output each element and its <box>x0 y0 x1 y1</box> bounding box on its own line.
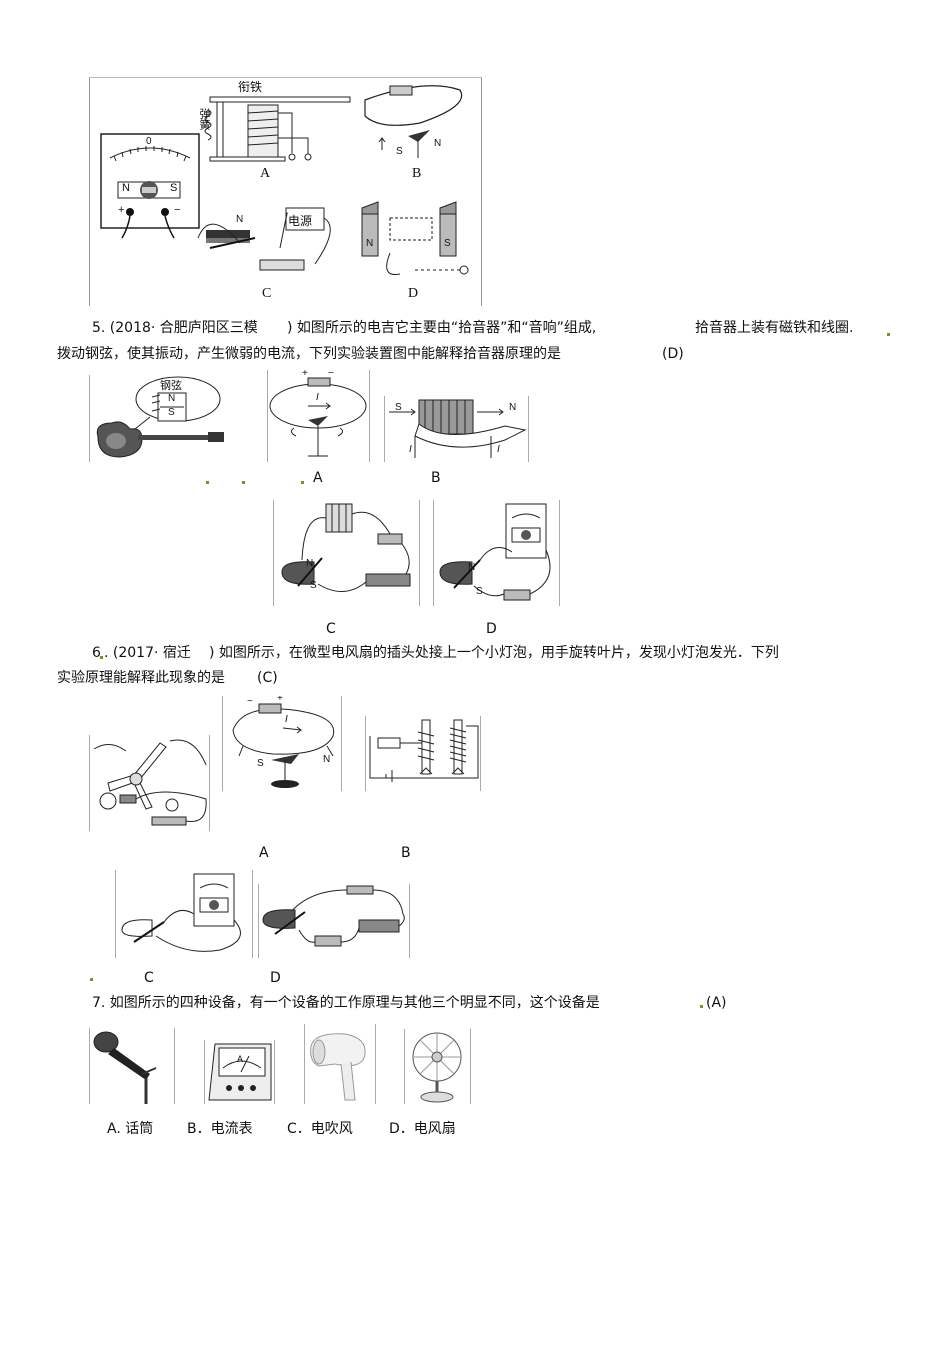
q5-b-n: N <box>509 402 517 413</box>
q5-option-a-figure: + − I <box>267 370 370 462</box>
q6-option-b-figure <box>365 716 481 791</box>
q5-guitar-s: S <box>168 407 175 418</box>
ammeter-symbol: A <box>237 1054 244 1064</box>
guitar-icon <box>96 376 224 458</box>
q4-meter-plus: + <box>118 204 125 216</box>
q5-a-current: I <box>316 392 319 403</box>
electromagnet-coils-icon <box>369 719 479 782</box>
q4-meter-zero: 0 <box>146 136 152 147</box>
q6-label-d: D <box>270 970 281 986</box>
q6-label-a: A <box>259 845 269 861</box>
q5-dot-2 <box>242 481 245 484</box>
q5-c-n: N <box>306 558 314 569</box>
hair-dryer-icon <box>310 1033 366 1101</box>
ammeter-figure: A <box>204 1040 275 1104</box>
generator-galvanometer-icon <box>439 503 551 601</box>
q5-dot-3 <box>301 481 304 484</box>
q5-label-string: 钢弦 <box>160 380 182 392</box>
q5-b-current-left: I <box>409 444 412 455</box>
q4-d-n: N <box>366 238 374 249</box>
q4-d-s: S <box>444 238 451 249</box>
q6-fan-figure <box>89 735 210 831</box>
q7-option-c: C．电吹风 <box>287 1121 353 1137</box>
oersted-experiment-icon <box>232 703 335 788</box>
q7-dot-mark <box>700 1005 703 1008</box>
hairdryer-figure <box>304 1024 376 1104</box>
q5-label-d: D <box>486 621 497 637</box>
microphone-icon <box>93 1031 157 1104</box>
q6-line2: 实验原理能解释此现象的是 <box>57 670 225 686</box>
q4-meter-n: N <box>122 182 130 194</box>
q4-meter-s: S <box>170 182 178 194</box>
q4-option-b: B <box>412 166 422 181</box>
q4-b-s: S <box>396 146 403 157</box>
motor-circuit-icon <box>281 503 411 592</box>
q7-answer: (A) <box>706 995 727 1011</box>
q7-option-a: A. 话筒 <box>107 1121 154 1137</box>
q5-guitar-figure: 钢弦 N S <box>89 375 227 462</box>
q5-option-b-figure: S N I I <box>384 396 529 462</box>
electric-fan-icon <box>412 1032 462 1103</box>
q7-option-b: B．电流表 <box>187 1121 253 1137</box>
q6-a-n: N <box>323 754 331 765</box>
q6-answer: (C) <box>257 670 278 686</box>
motor-circuit-icon <box>262 885 405 947</box>
q5-line1-c: 拾音器上装有磁铁和线圈. <box>695 320 854 336</box>
q6-label-c: C <box>144 970 154 986</box>
fan-figure <box>404 1029 471 1104</box>
q5-label-a: A <box>313 470 323 486</box>
q4-diagram <box>100 85 469 276</box>
q7-option-d: D．电风扇 <box>389 1121 456 1137</box>
q4-figure: 衔铁 弹簧 0 N S + − S N N 电源 N S A B C D <box>89 77 482 306</box>
q5-a-minus: − <box>328 370 334 379</box>
q6-option-a-figure: − + I S N <box>222 696 342 791</box>
q5-d-n: N <box>468 562 476 573</box>
q5-option-d-figure: N S <box>433 500 560 606</box>
q6-dot-mark <box>100 656 103 659</box>
q6-dot-c <box>90 978 93 981</box>
right-hand-rule-icon <box>389 399 527 458</box>
q5-b-current-right: I <box>497 444 500 455</box>
q5-answer: (D) <box>662 346 684 362</box>
ammeter-icon <box>208 1043 272 1101</box>
q4-label-power: 电源 <box>288 214 313 228</box>
fan-bulb-icon <box>93 739 207 826</box>
q5-line1-a: 5. (2018· 合肥庐阳区三模 <box>92 320 258 336</box>
q6-a-current: I <box>285 714 288 725</box>
q6-line1-a: 6 <box>92 645 101 661</box>
q6-line1-b: . (2017· 宿迁 <box>104 645 191 661</box>
q6-a-minus: − <box>247 696 253 707</box>
q5-c-s: S <box>310 580 317 591</box>
q6-option-c-figure <box>115 870 253 958</box>
q6-line1-c: ) 如图所示，在微型电风扇的插头处接上一个小灯泡，用手旋转叶片，发现小灯泡发光．… <box>209 645 779 661</box>
q5-line1-b: ) 如图所示的电吉它主要由“拾音器”和“音响”组成, <box>287 320 597 336</box>
q4-b-n: N <box>434 138 442 149</box>
q4-label-spring: 弹簧 <box>198 108 210 130</box>
q5-option-c-figure: N S <box>273 500 420 606</box>
q6-a-s: S <box>257 758 264 769</box>
q6-a-plus: + <box>277 696 283 704</box>
q4-meter-minus: − <box>174 204 181 216</box>
q5-dot-1 <box>206 481 209 484</box>
q5-d-s: S <box>476 586 483 597</box>
q4-label-armature: 衔铁 <box>238 80 263 94</box>
q5-a-plus: + <box>302 370 308 379</box>
q7-line1: 7. 如图所示的四种设备，有一个设备的工作原理与其他三个明显不同，这个设备是 <box>92 995 600 1011</box>
q4-option-d: D <box>408 286 419 301</box>
q5-label-b: B <box>431 470 441 486</box>
q6-label-b: B <box>401 845 411 861</box>
q5-label-c: C <box>326 621 336 637</box>
oersted-experiment-icon <box>269 377 367 457</box>
q6-option-d-figure <box>258 884 410 958</box>
q4-c-n: N <box>236 214 244 225</box>
q4-option-c: C <box>262 286 272 301</box>
q5-b-s: S <box>395 402 402 413</box>
q5-guitar-n: N <box>168 393 176 404</box>
microphone-figure <box>89 1028 175 1104</box>
q5-dot-mark <box>887 333 890 336</box>
generator-galvanometer-icon <box>121 873 241 952</box>
q5-line2: 拨动钢弦，使其振动，产生微弱的电流，下列实验装置图中能解释拾音器原理的是 <box>57 346 561 362</box>
q4-option-a: A <box>260 166 271 181</box>
